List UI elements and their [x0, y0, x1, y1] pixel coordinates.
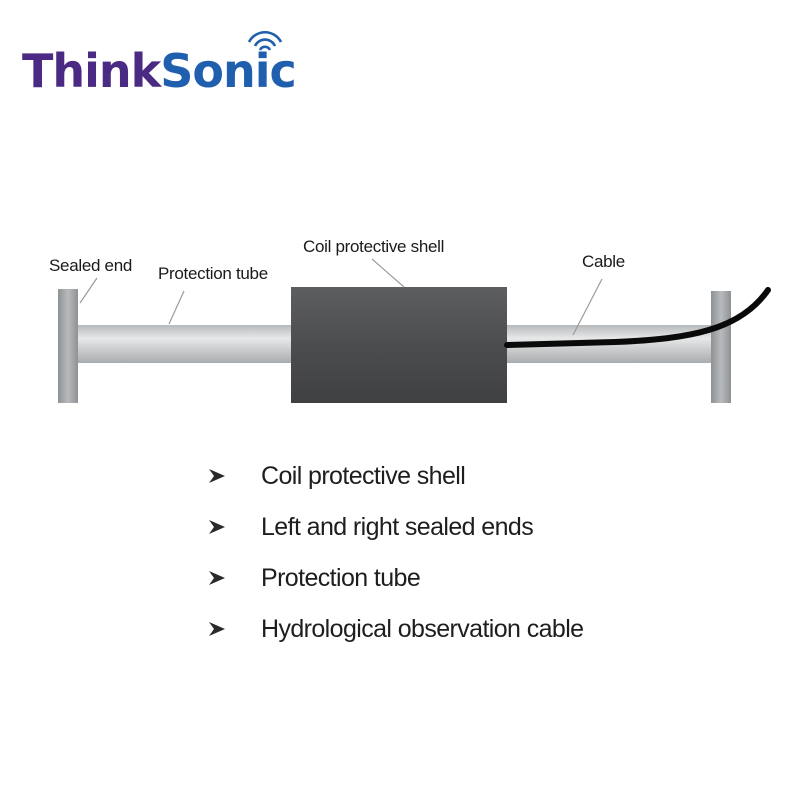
arrow-bullet-icon	[209, 469, 225, 483]
feature-text: Hydrological observation cable	[261, 615, 584, 643]
logo-text: ThinkSonic	[22, 48, 297, 94]
leader-cable	[572, 278, 603, 336]
leader-sealed-end	[79, 277, 98, 304]
label-sealed-end: Sealed end	[49, 256, 133, 275]
feature-text: Protection tube	[261, 564, 421, 592]
cable	[504, 287, 771, 348]
label-coil-protective-shell: Coil protective shell	[303, 237, 445, 256]
list-item: Protection tube	[205, 560, 765, 611]
list-item: Left and right sealed ends	[205, 509, 765, 560]
protection-tube-left	[76, 325, 294, 363]
feature-text: Coil protective shell	[261, 462, 466, 490]
list-item: Coil protective shell	[205, 458, 765, 509]
coil-protective-shell	[291, 287, 507, 403]
arrow-bullet-icon	[209, 571, 225, 585]
feature-list: Coil protective shell Left and right sea…	[205, 458, 765, 662]
brand-logo: ThinkSonic	[22, 30, 322, 108]
leader-protection-tube	[168, 290, 185, 325]
arrow-bullet-icon	[209, 520, 225, 534]
sealed-end-right	[711, 291, 731, 403]
leader-coil-shell	[371, 258, 405, 288]
wifi-signal-icon	[247, 30, 283, 51]
arrow-bullet-icon	[209, 622, 225, 636]
logo-think: Think	[22, 44, 161, 98]
sealed-end-left	[58, 289, 78, 403]
logo-sonic: Sonic	[160, 44, 297, 98]
label-cable: Cable	[582, 252, 625, 271]
list-item: Hydrological observation cable	[205, 611, 765, 662]
label-protection-tube: Protection tube	[158, 264, 268, 283]
feature-text: Left and right sealed ends	[261, 513, 534, 541]
